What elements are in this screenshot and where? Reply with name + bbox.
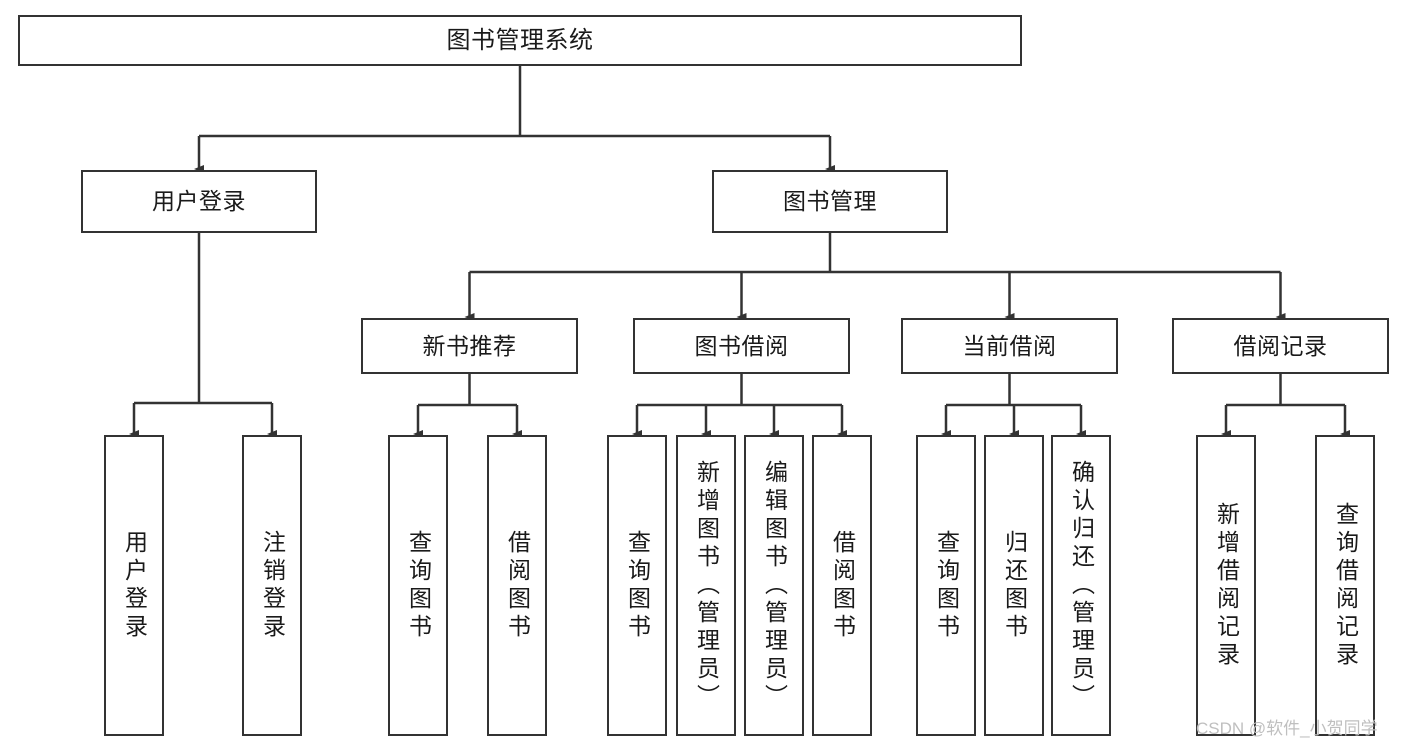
node-leaf-query-book-3[interactable]: 查询图书 xyxy=(916,435,976,736)
watermark-label: CSDN @软件_小贺同学 xyxy=(1196,719,1378,738)
node-label: 图书借阅 xyxy=(694,332,789,359)
node-current-borrow[interactable]: 当前借阅 xyxy=(901,318,1118,374)
node-leaf-query-book-2[interactable]: 查询图书 xyxy=(607,435,667,736)
node-user-login[interactable]: 用户登录 xyxy=(81,170,317,233)
node-leaf-query-record[interactable]: 查询借阅记录 xyxy=(1315,435,1375,736)
node-leaf-add-book[interactable]: 新增图书（管理员） xyxy=(676,435,736,736)
node-leaf-confirm-ret[interactable]: 确认归还（管理员） xyxy=(1051,435,1111,736)
node-label: 查询图书 xyxy=(624,529,651,642)
node-label: 查询借阅记录 xyxy=(1332,501,1359,670)
node-leaf-user-logout[interactable]: 注销登录 xyxy=(242,435,302,736)
node-new-book-rec[interactable]: 新书推荐 xyxy=(361,318,578,374)
node-label: 借阅图书 xyxy=(829,529,856,642)
node-label: 用户登录 xyxy=(121,529,148,642)
node-label: 图书管理 xyxy=(783,188,877,215)
node-root[interactable]: 图书管理系统 xyxy=(18,15,1022,66)
node-leaf-user-login[interactable]: 用户登录 xyxy=(104,435,164,736)
node-label: 新书推荐 xyxy=(422,332,517,359)
node-label: 归还图书 xyxy=(1001,529,1028,642)
node-label: 确认归还（管理员） xyxy=(1068,459,1095,712)
node-label: 注销登录 xyxy=(259,529,286,642)
node-leaf-query-book-1[interactable]: 查询图书 xyxy=(388,435,448,736)
node-label: 查询图书 xyxy=(405,529,432,642)
node-leaf-borrow-book-2[interactable]: 借阅图书 xyxy=(812,435,872,736)
node-label: 新增图书（管理员） xyxy=(693,459,720,712)
node-book-borrow[interactable]: 图书借阅 xyxy=(633,318,850,374)
node-label: 查询图书 xyxy=(933,529,960,642)
node-label: 当前借阅 xyxy=(962,332,1057,359)
node-label: 新增借阅记录 xyxy=(1213,501,1240,670)
node-leaf-borrow-book-1[interactable]: 借阅图书 xyxy=(487,435,547,736)
node-label: 图书管理系统 xyxy=(446,26,594,54)
edge-group xyxy=(129,66,1350,438)
node-label: 借阅图书 xyxy=(504,529,531,642)
node-borrow-record[interactable]: 借阅记录 xyxy=(1172,318,1389,374)
node-label: 借阅记录 xyxy=(1233,332,1328,359)
node-book-manage[interactable]: 图书管理 xyxy=(712,170,948,233)
node-label: 编辑图书（管理员） xyxy=(761,459,788,712)
node-leaf-add-record[interactable]: 新增借阅记录 xyxy=(1196,435,1256,736)
node-leaf-edit-book[interactable]: 编辑图书（管理员） xyxy=(744,435,804,736)
node-leaf-return-book[interactable]: 归还图书 xyxy=(984,435,1044,736)
node-label: 用户登录 xyxy=(152,188,246,215)
